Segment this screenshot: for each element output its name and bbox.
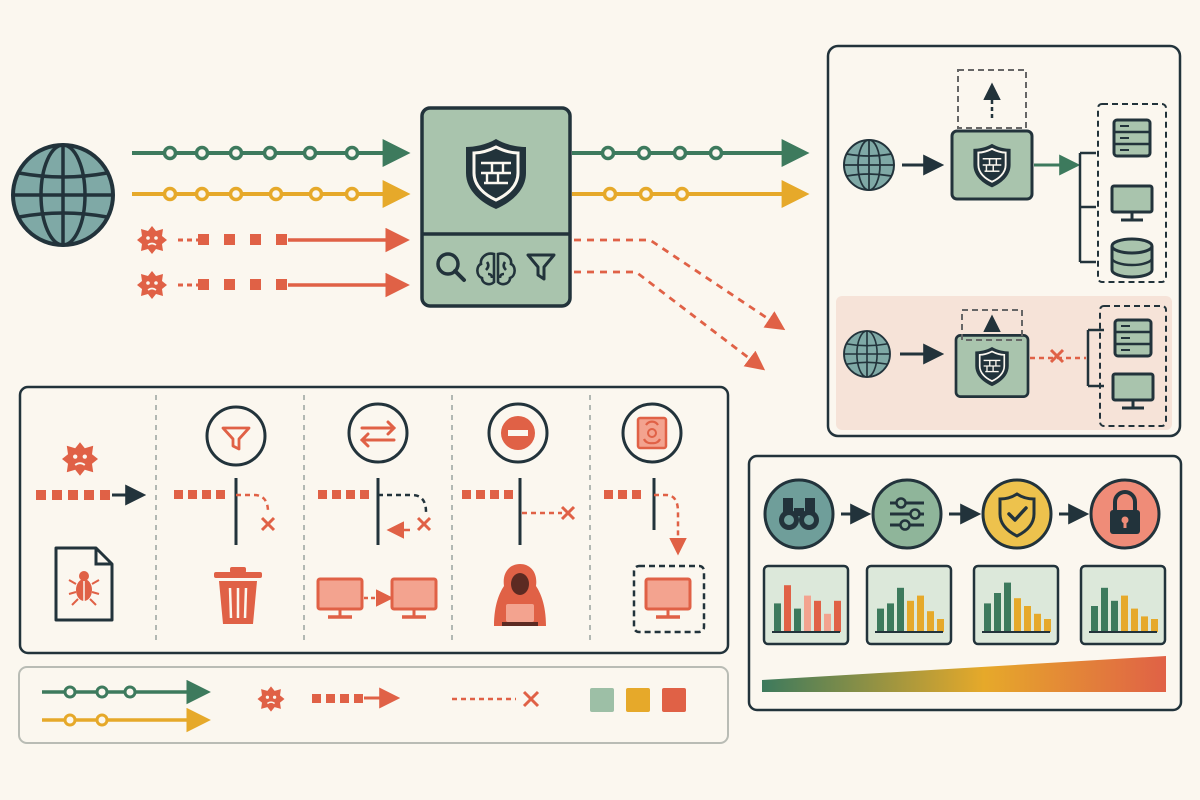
legend-swatch <box>662 688 686 712</box>
bar <box>1014 598 1021 632</box>
sliders-icon <box>871 478 943 550</box>
biohazard-icon <box>636 416 668 450</box>
mini-bar-chart <box>1079 564 1167 646</box>
trash-icon <box>214 567 262 624</box>
legend-swatch <box>590 688 614 712</box>
bar <box>1091 606 1098 632</box>
bar <box>1111 600 1118 632</box>
bar <box>804 595 811 632</box>
action-redirect <box>316 402 438 619</box>
server-rack-icon <box>1113 318 1153 358</box>
bar <box>984 603 991 632</box>
bar <box>834 600 841 632</box>
globe-icon <box>843 139 895 191</box>
inbound-trusted-flow <box>132 139 411 167</box>
bar <box>917 595 924 632</box>
shield-check-icon <box>981 478 1053 550</box>
bar <box>907 600 914 632</box>
action-filter-drop <box>174 405 276 624</box>
mini-bar-chart <box>762 564 850 646</box>
bar <box>1034 613 1041 632</box>
server-rack-icon <box>1112 118 1152 158</box>
bar <box>814 600 821 632</box>
binoculars-icon <box>763 478 835 550</box>
action-quarantine <box>604 402 706 634</box>
virus-face-icon <box>136 225 168 255</box>
bar <box>937 619 944 632</box>
bar <box>1141 616 1148 632</box>
bar <box>794 608 801 632</box>
database-icon <box>1110 237 1154 279</box>
legend-swatch <box>626 688 650 712</box>
funnel-icon <box>526 253 556 281</box>
inbound-allowed-flow <box>132 180 411 208</box>
mini-bar-chart <box>865 564 953 646</box>
outbound-allowed-flow <box>572 180 810 208</box>
legend-allowed-flow <box>42 679 211 733</box>
security-process-panel <box>747 454 1183 712</box>
no-entry-icon <box>501 416 535 450</box>
bar <box>1044 619 1051 632</box>
inbound-malicious-flow-1 <box>136 225 410 255</box>
network-scenarios-panel <box>826 44 1182 438</box>
bar <box>1004 582 1011 632</box>
mini-bar-chart <box>972 564 1060 646</box>
close-icon <box>1049 348 1065 364</box>
action-block <box>462 402 576 626</box>
bar <box>784 585 791 632</box>
internet-source <box>11 143 115 247</box>
bar <box>824 613 831 632</box>
action-identify <box>36 441 147 622</box>
legend-dropped-flow <box>452 690 540 708</box>
bar <box>1101 587 1108 632</box>
bar <box>897 587 904 632</box>
outbound-trusted-flow <box>572 139 810 167</box>
bar <box>774 603 781 632</box>
inbound-malicious-flow-2 <box>136 270 410 300</box>
bar <box>1024 606 1031 632</box>
magnifier-icon <box>436 252 466 282</box>
bar <box>927 611 934 632</box>
bar <box>887 603 894 632</box>
bar <box>1121 595 1128 632</box>
protected-network <box>843 69 1167 283</box>
firewall-appliance <box>420 106 572 308</box>
filter-actions-panel <box>18 385 730 655</box>
legend-malicious-flow <box>256 685 401 713</box>
globe-icon <box>11 143 115 247</box>
firewall-node <box>952 131 1032 199</box>
dropped-flow-1 <box>574 238 786 331</box>
brain-icon <box>476 252 516 286</box>
hooded-hacker-icon <box>494 564 546 626</box>
legend <box>18 666 729 744</box>
padlock-icon <box>1089 478 1161 550</box>
firewall-node <box>956 335 1028 396</box>
dropped-flow-2 <box>574 270 766 371</box>
blocked-network <box>843 305 1167 427</box>
bar <box>1131 608 1138 632</box>
virus-face-icon <box>61 441 99 477</box>
bidirectional-arrow-icon <box>359 420 397 448</box>
legend-status-colors <box>590 688 686 712</box>
globe-icon <box>843 330 891 378</box>
bar <box>1151 619 1158 632</box>
virus-face-icon <box>256 685 286 713</box>
bar <box>877 608 884 632</box>
bar <box>994 593 1001 632</box>
virus-face-icon <box>136 270 168 300</box>
bug-file-icon <box>54 546 114 622</box>
